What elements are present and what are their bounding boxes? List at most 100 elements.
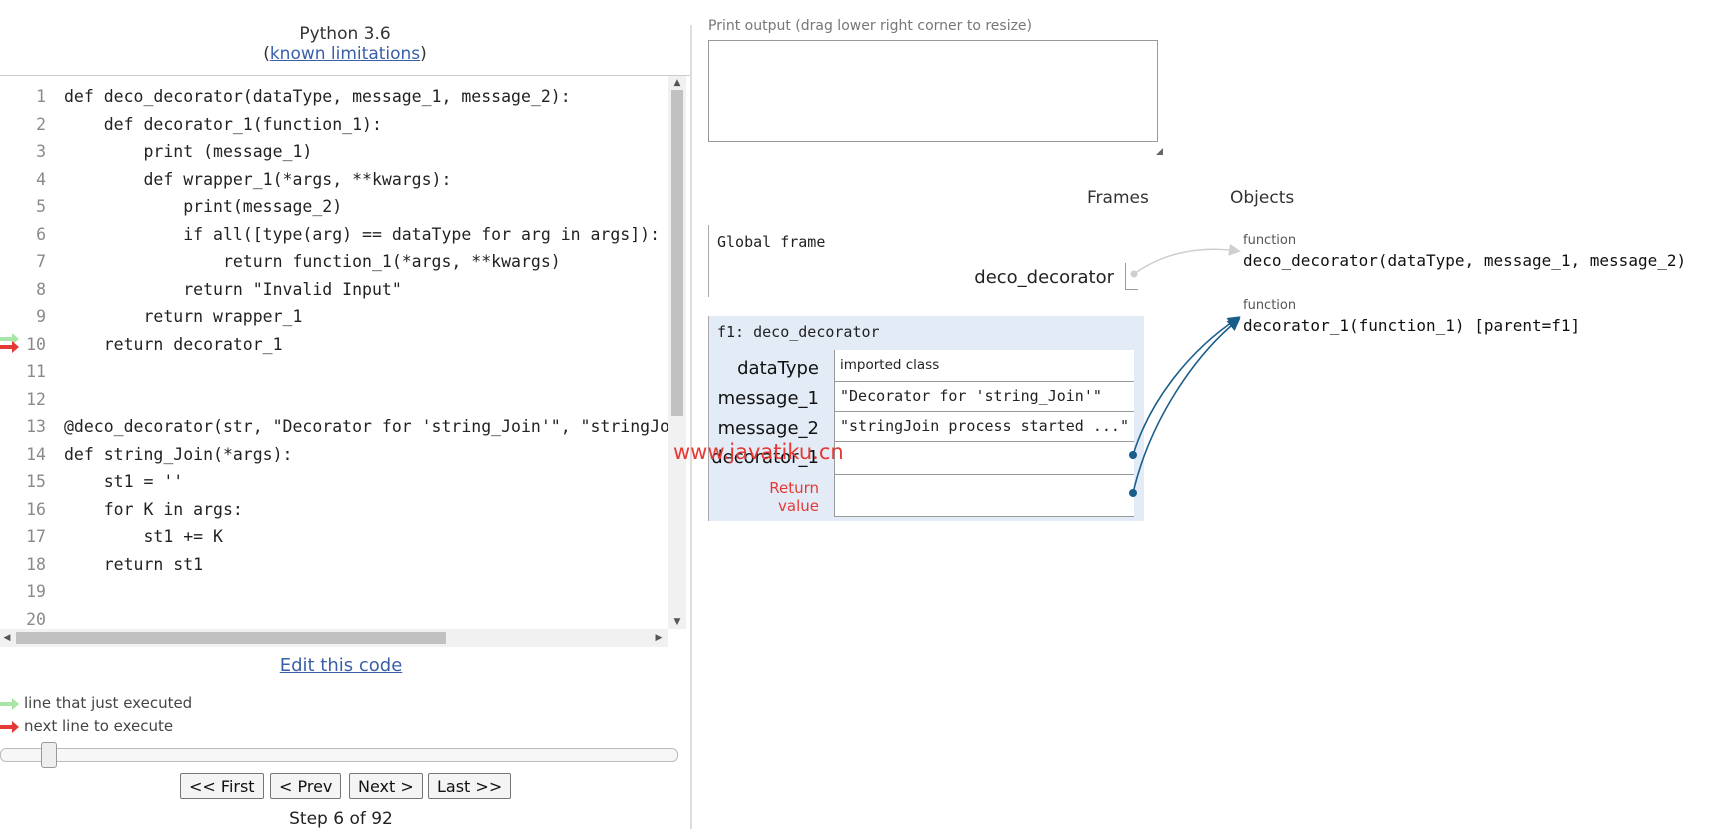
line-number[interactable]: 19 <box>26 582 46 601</box>
line-number[interactable]: 5 <box>36 197 46 216</box>
global-var-deco-decorator: deco_decorator <box>974 267 1114 288</box>
limitations-line: (known limitations) <box>0 44 690 64</box>
object-1-value: deco_decorator(dataType, message_1, mess… <box>1243 251 1687 270</box>
code-text: for K in args: <box>64 499 243 519</box>
code-line: 4 def wrapper_1(*args, **kwargs): <box>0 166 668 193</box>
scroll-up-icon[interactable]: ▲ <box>673 78 681 88</box>
code-line: 3 print (message_1) <box>0 138 668 165</box>
code-line: 11 <box>0 358 668 385</box>
pointer-return-value <box>1129 317 1241 497</box>
line-number[interactable]: 12 <box>26 389 46 409</box>
code-line: 14 def string_Join(*args): <box>0 441 668 468</box>
paren-open: ( <box>263 44 270 64</box>
line-number[interactable]: 2 <box>36 114 46 134</box>
line-number[interactable]: 13 <box>26 417 46 436</box>
line-number[interactable]: 10 <box>26 334 46 354</box>
code-panel: Python 3.6 (known limitations) 1 def deco… <box>0 0 690 829</box>
code-text: if all([type(arg) == dataType for arg in… <box>64 224 661 244</box>
var-value-decorator-1 <box>834 442 1134 475</box>
return-value-slot <box>834 475 1134 517</box>
edit-code-link[interactable]: Edit this code <box>279 655 403 676</box>
line-number[interactable]: 11 <box>26 362 46 381</box>
horizontal-scroll-thumb[interactable] <box>16 632 446 644</box>
red-arrow-icon <box>0 721 19 733</box>
code-line: 13 @deco_decorator(str, "Decorator for 's… <box>0 413 668 440</box>
vertical-scrollbar[interactable]: ▲ ▼ <box>668 76 686 629</box>
code-line: 20 <box>0 606 668 628</box>
code-text: return function_1(*args, **kwargs) <box>64 252 561 271</box>
paren-close: ) <box>420 44 427 64</box>
pointer-decorator-1 <box>1129 316 1241 459</box>
line-number[interactable]: 4 <box>36 169 46 189</box>
line-number[interactable]: 9 <box>36 307 46 326</box>
next-button[interactable]: Next > <box>349 773 423 799</box>
line-number[interactable]: 1 <box>36 87 46 106</box>
code-display: 1 def deco_decorator(dataType, message_1,… <box>0 75 690 647</box>
step-slider[interactable] <box>0 742 678 768</box>
print-output-label: Print output (drag lower right corner to… <box>708 18 1033 34</box>
code-text: return "Invalid Input" <box>64 279 402 299</box>
code-lines: 1 def deco_decorator(dataType, message_1,… <box>0 83 668 627</box>
first-button[interactable]: << First <box>180 773 264 799</box>
object-2-value: decorator_1(function_1) [parent=f1] <box>1243 316 1581 335</box>
line-number[interactable]: 18 <box>26 554 46 574</box>
code-text: def string_Join(*args): <box>64 444 293 464</box>
object-2-type: function <box>1243 298 1297 313</box>
objects-header: Objects <box>1230 188 1295 208</box>
vertical-scroll-thumb[interactable] <box>671 90 683 416</box>
code-line: 19 <box>0 578 668 605</box>
scroll-left-icon[interactable]: ◀ <box>3 633 11 643</box>
scroll-right-icon[interactable]: ▶ <box>655 633 663 643</box>
code-text: st1 = '' <box>64 472 184 491</box>
global-var-pointer-slot <box>1125 263 1138 290</box>
horizontal-scrollbar[interactable]: ◀ ▶ <box>0 629 668 647</box>
object-1-type: function <box>1243 233 1297 248</box>
next-line-arrow-icon <box>0 340 19 353</box>
var-value-message-1: "Decorator for 'string_Join'" <box>834 382 1134 412</box>
f1-frame: f1: deco_decorator dataType imported cla… <box>708 316 1144 521</box>
resize-handle-icon[interactable] <box>1156 148 1163 155</box>
line-number[interactable]: 16 <box>26 499 46 519</box>
code-text: @deco_decorator(str, "Decorator for 'str… <box>64 417 668 436</box>
line-number[interactable]: 3 <box>36 142 46 161</box>
scroll-down-icon[interactable]: ▼ <box>673 617 681 627</box>
code-text: return decorator_1 <box>64 334 283 354</box>
line-number[interactable]: 17 <box>26 527 46 546</box>
line-number[interactable]: 14 <box>26 444 46 464</box>
code-text: print(message_2) <box>64 197 343 216</box>
code-line: 10 return decorator_1 <box>0 331 668 358</box>
var-name-message-1: message_1 <box>717 388 819 409</box>
prev-button[interactable]: < Prev <box>270 773 342 799</box>
line-number[interactable]: 20 <box>26 609 46 628</box>
code-line: 18 return st1 <box>0 551 668 578</box>
code-line: 6 if all([type(arg) == dataType for arg … <box>0 221 668 248</box>
watermark: www.javatiku.cn <box>673 440 844 464</box>
code-text: def deco_decorator(dataType, message_1, … <box>64 87 571 106</box>
line-number[interactable]: 15 <box>26 472 46 491</box>
var-value-message-2: "stringJoin process started ..." <box>834 412 1134 442</box>
line-number[interactable]: 6 <box>36 224 46 244</box>
pane-divider[interactable] <box>690 25 692 829</box>
last-button[interactable]: Last >> <box>428 773 512 799</box>
language-label: Python 3.6 <box>299 24 391 44</box>
line-number[interactable]: 8 <box>36 279 46 299</box>
code-line: 7 return function_1(*args, **kwargs) <box>0 248 668 275</box>
code-line: 8 return "Invalid Input" <box>0 276 668 303</box>
green-arrow-icon <box>0 698 19 710</box>
code-text: return wrapper_1 <box>64 307 303 326</box>
known-limitations-link[interactable]: known limitations <box>269 44 421 64</box>
f1-frame-title: f1: deco_decorator <box>717 323 880 341</box>
code-line: 2 def decorator_1(function_1): <box>0 111 668 138</box>
code-text: st1 += K <box>64 527 223 546</box>
code-text: def wrapper_1(*args, **kwargs): <box>64 169 452 189</box>
code-line: 16 for K in args: <box>0 496 668 523</box>
code-line: 17 st1 += K <box>0 523 668 550</box>
slider-handle[interactable] <box>40 742 57 768</box>
code-line: 12 <box>0 386 668 413</box>
legend-next-label: next line to execute <box>24 717 174 735</box>
code-line: 1 def deco_decorator(dataType, message_1,… <box>0 83 668 110</box>
step-counter: Step 6 of 92 <box>289 809 393 829</box>
line-number[interactable]: 7 <box>36 252 46 271</box>
print-output-text <box>709 41 1157 49</box>
return-value-label: Return value <box>769 479 819 515</box>
